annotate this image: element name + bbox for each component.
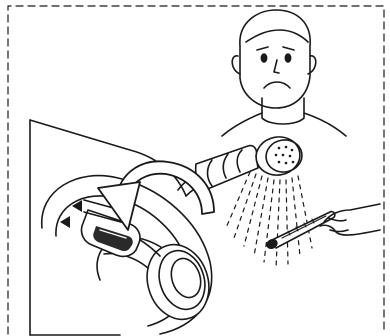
- thermometer-icon: [266, 212, 335, 250]
- worried-face-icon: [222, 10, 346, 136]
- water-spray: [226, 172, 312, 268]
